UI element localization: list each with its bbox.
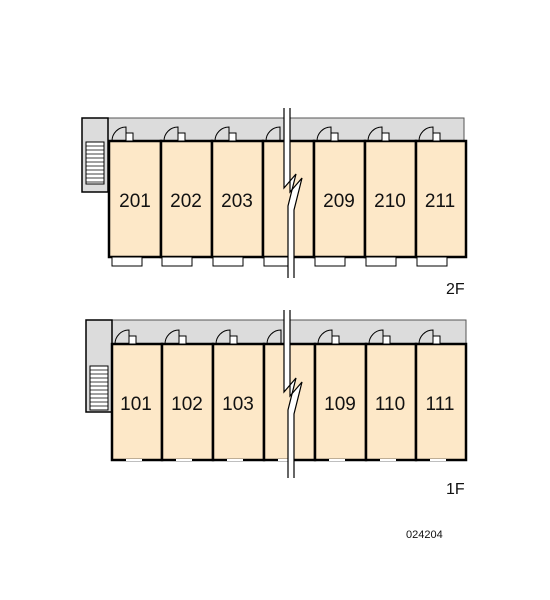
unit-label: 111 — [426, 394, 455, 415]
unit-102 — [160, 342, 215, 462]
unit-label: 101 — [120, 394, 152, 415]
unit-label: 209 — [323, 191, 355, 212]
unit-210 — [363, 139, 418, 259]
unit-label: 210 — [374, 191, 406, 212]
doors-2f — [111, 126, 441, 142]
break-line-1f — [283, 310, 303, 478]
floor-1f: 101 102 103 109 110 111 1F — [85, 310, 468, 498]
floor-label-1f: 1F — [446, 481, 465, 498]
unit-101 — [110, 342, 164, 462]
unit-110 — [364, 342, 418, 462]
balconies-2f — [111, 256, 448, 267]
unit-label: 102 — [171, 394, 203, 415]
unit-label: 203 — [221, 191, 253, 212]
staircase-2f — [81, 117, 109, 193]
unit-label: 110 — [375, 394, 405, 415]
break-line-2f — [283, 108, 303, 278]
unit-label: 201 — [119, 191, 151, 212]
drawing-code: 024204 — [406, 529, 443, 541]
unit-label: 103 — [222, 394, 254, 415]
unit-label: 109 — [324, 394, 356, 415]
floor-label-2f: 2F — [446, 281, 465, 298]
unit-label: 202 — [170, 191, 202, 212]
floor-2f: 201 202 203 209 210 211 2F — [81, 108, 468, 298]
unit-label: 211 — [425, 191, 455, 212]
doors-1f — [114, 329, 441, 345]
staircase-1f — [85, 319, 113, 413]
